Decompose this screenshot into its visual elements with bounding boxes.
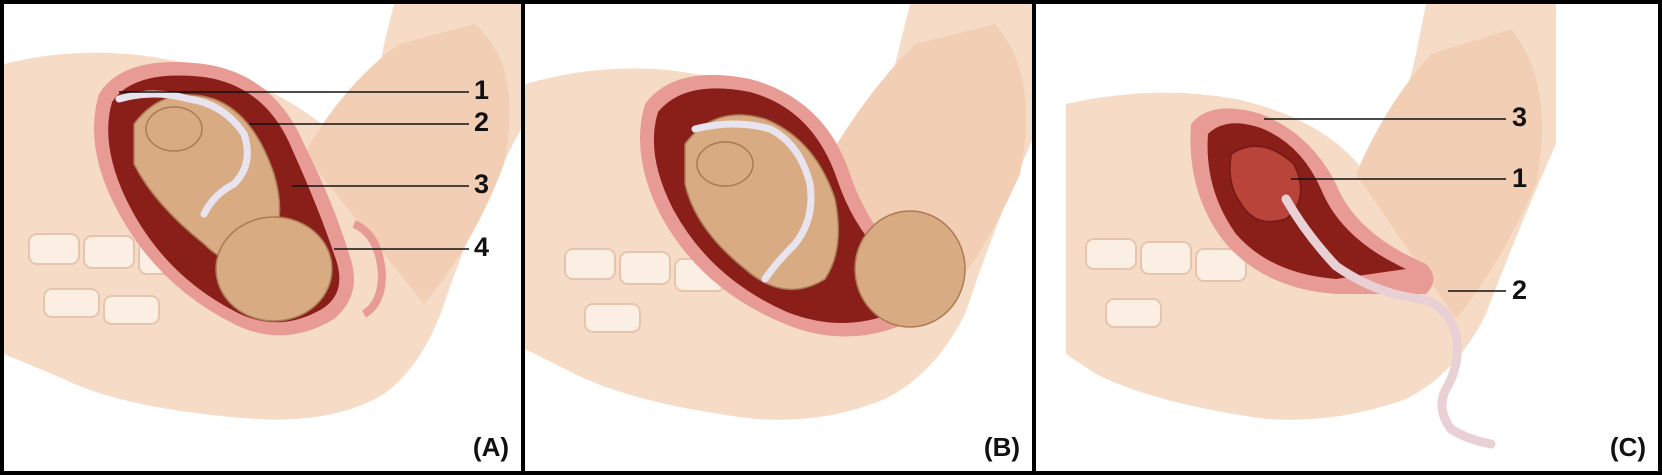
spine-vertebrae [1085,238,1247,328]
callout-3: 3 [1512,102,1528,132]
umbilical-cord [691,120,815,283]
thigh-shape [304,24,510,304]
panel-b: (B) [521,0,1036,475]
panel-b-illustration [525,4,1032,420]
umbilical-cord [115,90,251,218]
panel-c: 3 1 2 (C) [1032,0,1662,475]
callout-2: 2 [1512,275,1528,305]
thigh-shape [1356,29,1543,319]
panel-a-illustration [4,4,521,420]
panel-label: (C) [1609,432,1646,462]
panel-label: (A) [472,432,509,462]
callout-1: 1 [474,75,490,105]
cervix [352,220,387,318]
callout-4: 4 [474,232,490,262]
thigh-shape [825,24,1027,314]
callout-3: 3 [474,169,490,199]
callout-lines [1264,118,1506,292]
panel-c-illustration [1066,4,1556,449]
umbilical-cord [1281,194,1496,449]
panel-a: 1 2 3 4 (A) [0,0,525,475]
panel-label: (B) [983,432,1020,462]
callout-2: 2 [474,107,490,137]
callout-1: 1 [1512,163,1528,193]
callout-lines [119,91,469,250]
